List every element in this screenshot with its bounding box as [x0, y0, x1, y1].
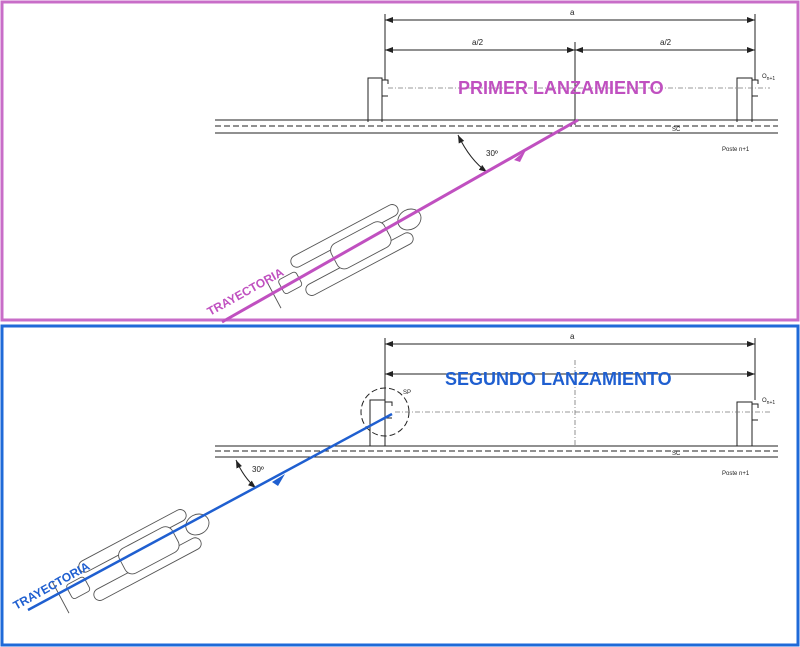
panel1-angle-label: 30º: [486, 149, 498, 158]
panel2-sc-label: SC: [672, 451, 681, 457]
panel2-trajectory-line: [27, 412, 393, 612]
panel-segundo-lanzamiento: a SP On+1 SC Poste n+1 30º: [0, 324, 800, 647]
panel2-post-label: On+1: [762, 398, 775, 406]
panel2-posts: SP On+1: [360, 387, 775, 446]
panel2-angle-label: 30º: [252, 465, 264, 474]
panel2-road: SC Poste n+1: [215, 445, 778, 477]
panel2-trajectory-arrow: [272, 474, 285, 486]
panel1-border: [0, 0, 800, 322]
panel2-rider-icon: [51, 509, 210, 614]
panel1-dim-half-right: a/2: [660, 38, 672, 47]
panel1-dim-total: a: [570, 8, 575, 17]
panel2-title: SEGUNDO LANZAMIENTO: [445, 369, 672, 389]
panel1-trajectory-line: [221, 118, 579, 324]
panel-primer-lanzamiento: a a/2 a/2 On+1 SC Poste n+1 30º: [0, 0, 800, 324]
panel1-trajectory-arrow: [514, 150, 526, 162]
panel2-sp-label: SP: [403, 390, 411, 396]
panel2-dimensions: a: [384, 332, 756, 445]
panel1-dim-half-left: a/2: [472, 38, 484, 47]
panel2-dim-total: a: [570, 332, 575, 341]
panel2-post-caption: Poste n+1: [722, 471, 750, 477]
panel1-title: PRIMER LANZAMIENTO: [458, 78, 664, 98]
panel1-post-caption: Poste n+1: [722, 147, 750, 153]
panel1-post-label: On+1: [762, 74, 775, 82]
panel1-posts: On+1: [367, 74, 775, 122]
panel2-angle: 30º: [235, 459, 264, 489]
panel1-road: SC Poste n+1: [215, 119, 778, 153]
panel1-dimensions: a a/2 a/2: [384, 8, 756, 125]
panel1-sc-label: SC: [672, 127, 681, 133]
panel1-angle: 30º: [457, 134, 498, 173]
panel2-border: [0, 324, 800, 647]
